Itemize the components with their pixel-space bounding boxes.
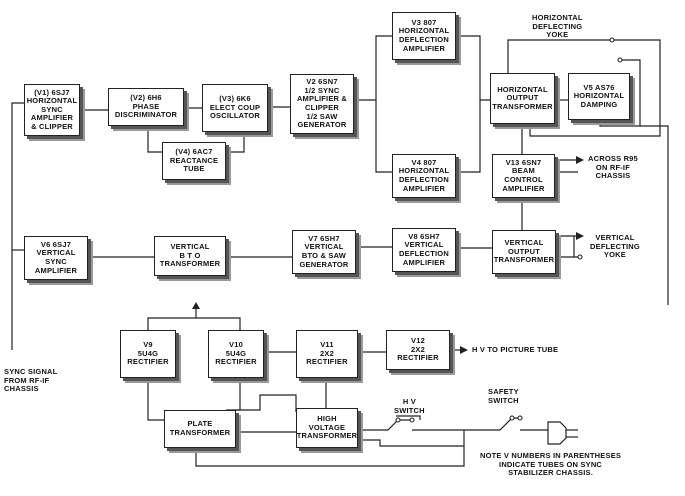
- label-hv-to-picture-tube: H V TO PICTURE TUBE: [472, 345, 559, 354]
- power-plug-icon: [547, 421, 578, 445]
